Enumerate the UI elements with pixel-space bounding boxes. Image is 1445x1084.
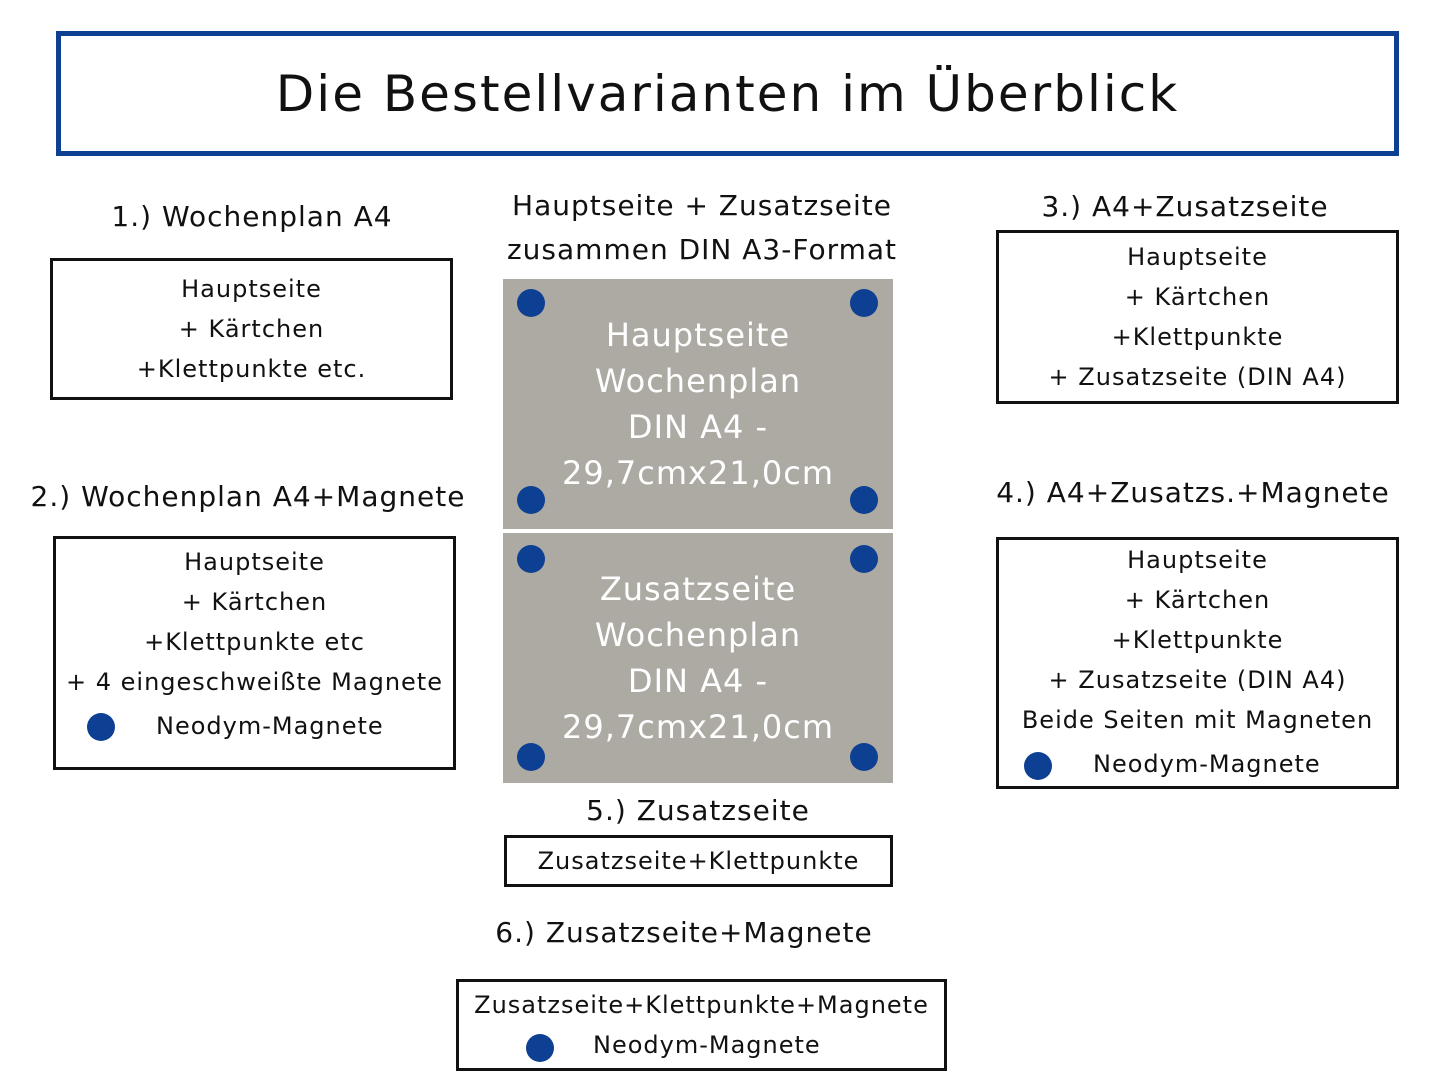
- magnet-legend: Neodym-Magnete: [459, 1025, 944, 1065]
- page-title: Die Bestellvarianten im Überblick: [275, 64, 1180, 123]
- variant-3-line: Hauptseite: [1127, 243, 1268, 271]
- variant-5-heading: 5.) Zusatzseite: [586, 794, 810, 827]
- variant-5-box: Zusatzseite+Klettpunkte: [504, 835, 893, 887]
- magnet-dot-icon: [87, 713, 115, 741]
- magnet-dot-icon: [517, 545, 545, 573]
- variant-4-line: + Zusatzseite (DIN A4): [1048, 666, 1347, 694]
- magnet-legend-label: Neodym-Magnete: [156, 712, 384, 740]
- sheet-label: DIN A4 -: [627, 408, 769, 446]
- sheet-label: Zusatzseite: [599, 570, 797, 608]
- variant-6-heading: 6.) Zusatzseite+Magnete: [495, 916, 873, 949]
- center-heading: Hauptseite + Zusatzseite zusammen DIN A3…: [500, 184, 904, 272]
- variant-4-line: Beide Seiten mit Magneten: [1021, 706, 1374, 734]
- variant-3-line: +Klettpunkte: [1111, 323, 1284, 351]
- variant-2-line: + Kärtchen: [181, 588, 328, 616]
- magnet-dot-icon: [526, 1034, 554, 1062]
- variant-4-line: +Klettpunkte: [1111, 626, 1284, 654]
- variant-2-box: Hauptseite + Kärtchen +Klettpunkte etc +…: [53, 536, 456, 770]
- sheet-label: Hauptseite: [605, 316, 791, 354]
- magnet-dot-icon: [850, 486, 878, 514]
- center-heading-line: zusammen DIN A3-Format: [506, 233, 898, 266]
- variant-6-box: Zusatzseite+Klettpunkte+Magnete Neodym-M…: [456, 979, 947, 1071]
- magnet-dot-icon: [517, 743, 545, 771]
- sheet-label: DIN A4 -: [627, 662, 769, 700]
- variant-1-heading: 1.) Wochenplan A4: [111, 200, 393, 233]
- variant-4-line: Hauptseite: [1127, 546, 1268, 574]
- sheet-label: 29,7cmx21,0cm: [562, 708, 834, 746]
- variant-3-line: + Zusatzseite (DIN A4): [1048, 363, 1347, 391]
- variant-2-line: + 4 eingeschweißte Magnete: [66, 668, 443, 696]
- magnet-dot-icon: [517, 289, 545, 317]
- magnet-dot-icon: [850, 743, 878, 771]
- sheet-label: Wochenplan: [594, 362, 802, 400]
- sheet-label: 29,7cmx21,0cm: [562, 454, 834, 492]
- sheet-label: Wochenplan: [594, 616, 802, 654]
- magnet-dot-icon: [850, 289, 878, 317]
- variant-4-line: + Kärtchen: [1124, 586, 1271, 614]
- magnet-dot-icon: [517, 486, 545, 514]
- center-heading-line: Hauptseite + Zusatzseite: [512, 189, 892, 222]
- variant-2-line: Hauptseite: [184, 548, 325, 576]
- variant-6-line: Zusatzseite+Klettpunkte+Magnete: [474, 991, 929, 1019]
- extra-page-sheet: Zusatzseite Wochenplan DIN A4 - 29,7cmx2…: [503, 533, 893, 783]
- magnet-legend-label: Neodym-Magnete: [593, 1031, 821, 1059]
- variant-3-line: + Kärtchen: [1124, 283, 1271, 311]
- variant-3-box: Hauptseite + Kärtchen +Klettpunkte + Zus…: [996, 230, 1399, 404]
- variant-4-box: Hauptseite + Kärtchen +Klettpunkte + Zus…: [996, 537, 1399, 789]
- variant-1-line: +Klettpunkte etc.: [136, 355, 367, 383]
- variant-1-line: Hauptseite: [181, 275, 322, 303]
- variant-1-line: + Kärtchen: [178, 315, 325, 343]
- variant-2-heading: 2.) Wochenplan A4+Magnete: [30, 480, 466, 513]
- main-page-sheet: Hauptseite Wochenplan DIN A4 - 29,7cmx21…: [503, 279, 893, 529]
- magnet-dot-icon: [850, 545, 878, 573]
- variant-1-box: Hauptseite + Kärtchen +Klettpunkte etc.: [50, 258, 453, 400]
- magnet-dot-icon: [1024, 752, 1052, 780]
- variant-3-heading: 3.) A4+Zusatzseite: [1041, 190, 1329, 223]
- variant-2-line: +Klettpunkte etc: [144, 628, 365, 656]
- magnet-legend: Neodym-Magnete: [56, 702, 453, 750]
- variant-5-line: Zusatzseite+Klettpunkte: [537, 847, 860, 875]
- title-box: Die Bestellvarianten im Überblick: [56, 31, 1399, 156]
- magnet-legend-label: Neodym-Magnete: [1093, 750, 1321, 778]
- magnet-legend: Neodym-Magnete: [999, 740, 1396, 786]
- variant-4-heading: 4.) A4+Zusatzs.+Magnete: [996, 476, 1390, 509]
